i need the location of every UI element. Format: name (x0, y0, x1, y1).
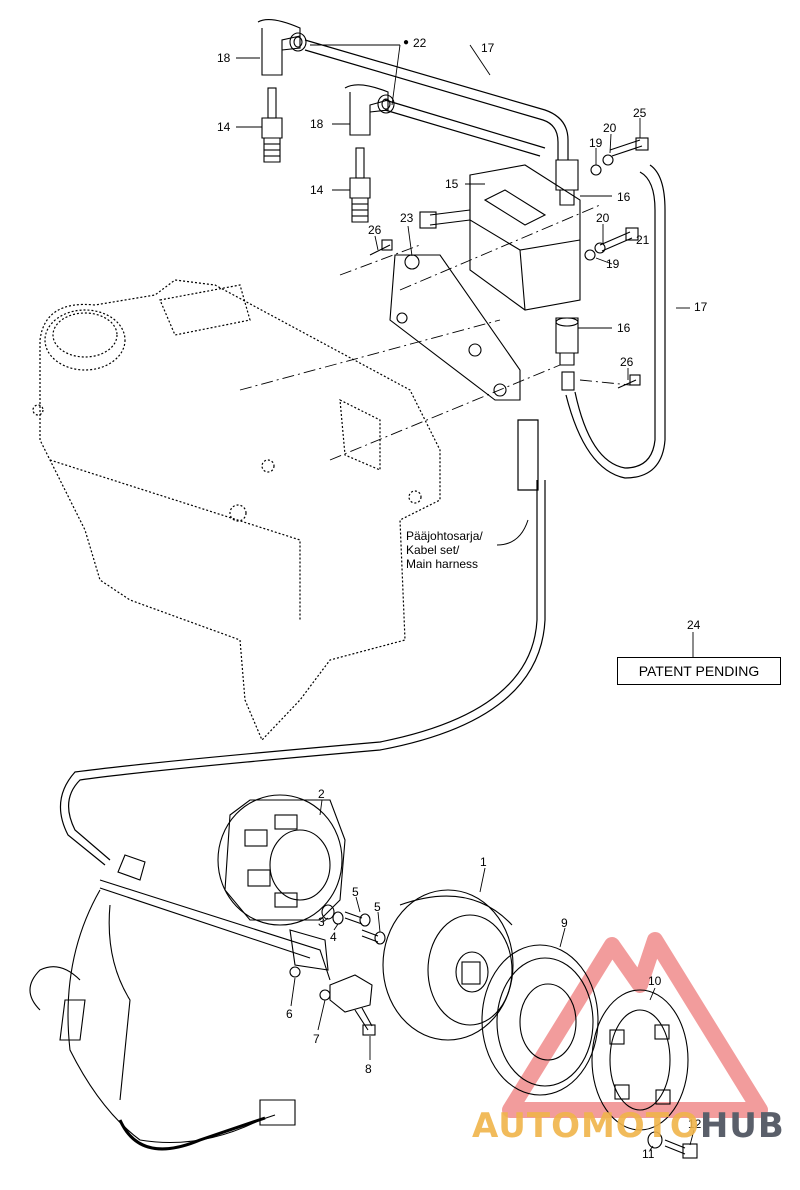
watermark-triangle-icon (502, 932, 768, 1118)
part-label-9: 9 (561, 916, 568, 930)
main-harness-note: Pääjohtosarja/ Kabel set/ Main harness (406, 529, 483, 571)
part-label-5a: 5 (352, 885, 359, 899)
washer-11-icon (647, 1131, 663, 1149)
screw-26-upper-icon (369, 239, 393, 256)
part-label-24: 24 (687, 618, 701, 632)
part-label-16-upper: 16 (617, 190, 631, 204)
part-label-7: 7 (313, 1032, 320, 1046)
ignition-coil-15 (419, 164, 581, 311)
liquid-drop-icon: ● (403, 37, 410, 48)
screw-8-icon (354, 1007, 376, 1036)
spark-plug-cap-18-lower (344, 84, 395, 136)
part-label-14-upper: 14 (217, 120, 231, 134)
screw-5b-icon (361, 929, 386, 945)
screw-26-lower-icon (617, 374, 641, 389)
leader-lines (236, 44, 695, 1151)
oil-tank (32, 279, 441, 742)
screw-25-icon (609, 137, 649, 157)
watermark-part-1: AUTOMOTO (472, 1106, 700, 1146)
harness-note-line-3: Main harness (406, 557, 479, 571)
trigger-coil-7 (319, 974, 373, 1013)
part-label-19-upper: 19 (589, 136, 603, 150)
ht-lead-17 (304, 39, 666, 479)
screw-5a-icon (344, 911, 371, 927)
part-label-2: 2 (318, 787, 325, 801)
part-label-21: 21 (636, 233, 650, 247)
harness-note-line-1: Pääjohtosarja/ (406, 529, 483, 543)
part-label-18-lower: 18 (310, 117, 324, 131)
washer-4-icon (332, 911, 344, 925)
part-label-10: 10 (648, 974, 662, 988)
part-label-16-lower: 16 (617, 321, 631, 335)
part-label-25: 25 (633, 106, 647, 120)
part-label-15: 15 (445, 177, 459, 191)
part-label-22: 22 (413, 36, 427, 50)
harness-note-line-2: Kabel set/ (406, 543, 460, 557)
part-label-5b: 5 (374, 900, 381, 914)
flywheel-1 (382, 889, 514, 1041)
part-label-6: 6 (286, 1007, 293, 1021)
part-label-11: 11 (642, 1147, 655, 1161)
washer-20-upper-icon (602, 154, 614, 166)
stator-2 (217, 794, 346, 926)
spark-plug-cap-18-upper (257, 19, 307, 76)
boot-16-lower (555, 317, 579, 366)
harness-pointer-arrow (496, 519, 529, 546)
boot-16-upper (555, 159, 579, 206)
spark-plug-14-upper (261, 87, 283, 163)
bracket-23 (389, 254, 521, 401)
part-label-23: 23 (400, 211, 414, 225)
part-label-20-upper: 20 (603, 121, 617, 135)
part-label-18-upper: 18 (217, 51, 231, 65)
washer-20-lower-icon (594, 242, 606, 254)
part-label-17-upper: 17 (481, 41, 495, 55)
washer-19-lower-icon (584, 249, 596, 261)
lead-sleeve (561, 371, 575, 391)
part-label-4: 4 (330, 930, 337, 944)
connector-bundle (29, 854, 296, 1151)
part-label-17-lower: 17 (694, 300, 708, 314)
starter-cup-10 (591, 989, 689, 1131)
watermark-part-2: HUB (699, 1106, 785, 1146)
part-label-8: 8 (365, 1062, 372, 1076)
center-lines (239, 204, 631, 461)
washer-19-upper-icon (590, 164, 602, 176)
part-label-14-lower: 14 (310, 183, 324, 197)
part-label-3: 3 (318, 915, 325, 929)
washer-3-icon (321, 904, 335, 920)
ring-gear-9 (481, 944, 599, 1096)
part-label-12: 12 (688, 1117, 702, 1131)
main-harness-wire (59, 419, 546, 866)
part-label-26-upper: 26 (368, 223, 382, 237)
part-label-19-lower: 19 (606, 257, 620, 271)
watermark-logo: AUTOMOTOHUB (472, 1106, 785, 1146)
spark-plug-14-lower (349, 147, 371, 223)
part-label-1: 1 (480, 855, 487, 869)
screw-21-icon (599, 227, 639, 252)
part-label-20-lower: 20 (596, 211, 610, 225)
part-label-26-lower: 26 (620, 355, 634, 369)
stator-harness-6 (99, 879, 331, 981)
patent-pending-box: PATENT PENDING (617, 657, 781, 685)
